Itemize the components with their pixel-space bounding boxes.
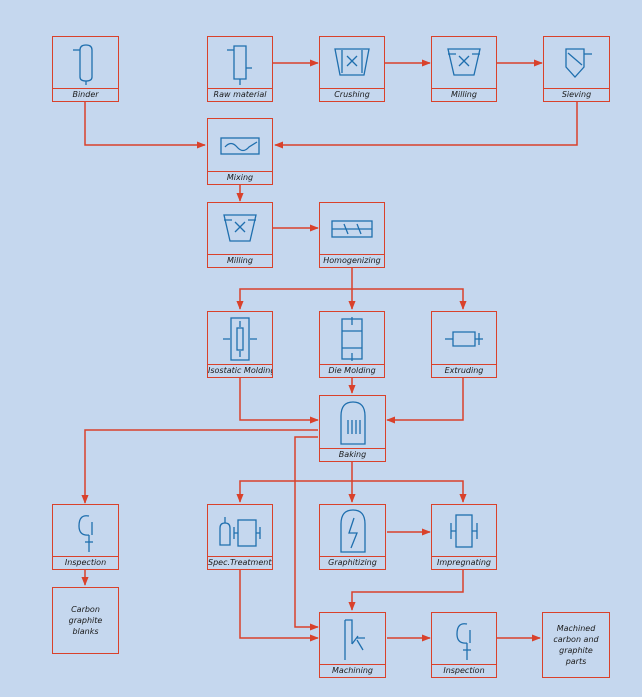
node-label: Impregnating: [432, 556, 496, 569]
graphitizing-furnace-icon: [339, 509, 366, 553]
node-spec-treatments[interactable]: Spec.Treatments: [207, 504, 273, 570]
node-label: Milling: [208, 254, 272, 267]
inspection-hook-icon: [456, 623, 471, 660]
node-label: Baking: [320, 448, 385, 461]
node-extruding[interactable]: Extruding: [431, 311, 497, 378]
node-milling-2[interactable]: Milling: [207, 202, 273, 268]
arrow-extruding-to-baking: [386, 378, 464, 424]
homogenizer-icon: [331, 220, 373, 238]
node-label: Milling: [432, 88, 496, 101]
node-baking[interactable]: Baking: [319, 395, 386, 462]
node-label: Mixing: [208, 171, 272, 184]
node-label: Sieving: [544, 88, 609, 101]
node-binder[interactable]: Binder: [52, 36, 119, 102]
sieve-icon: [564, 48, 592, 78]
output-label: Machined carbon and graphite parts: [553, 624, 599, 666]
arrow-baking-to-inspection: [81, 429, 318, 504]
arrow-baking-to-machining: [294, 436, 319, 631]
node-label: Binder: [53, 88, 118, 101]
mixer-icon: [220, 136, 260, 155]
inspection-hook-icon: [77, 515, 93, 552]
arrow-isostatic-to-baking: [239, 378, 319, 424]
isostatic-press-icon: [223, 316, 257, 361]
mill-icon: [447, 48, 481, 76]
node-label: Machining: [320, 664, 385, 677]
node-label: Inspection: [53, 556, 118, 569]
node-label: Homogenizing: [320, 254, 384, 267]
node-label: Spec.Treatments: [208, 556, 272, 567]
tank-icon: [72, 44, 93, 85]
node-label: Die Molding: [320, 364, 384, 377]
node-die-molding[interactable]: Die Molding: [319, 311, 385, 378]
node-mixing[interactable]: Mixing: [207, 118, 273, 185]
node-crushing[interactable]: Crushing: [319, 36, 385, 102]
node-inspection-2[interactable]: Inspection: [431, 612, 497, 678]
node-inspection-1[interactable]: Inspection: [52, 504, 119, 570]
arrow-baking-to-spec: [236, 462, 353, 503]
arrow-binder-to-mixing: [84, 102, 206, 149]
output-carbon-graphite-blanks: Carbon graphite blanks: [52, 587, 119, 654]
node-label: Isostatic Molding: [208, 364, 272, 375]
mill-icon: [223, 214, 257, 242]
machine-tool-icon: [343, 619, 365, 660]
treatment-icon: [219, 517, 261, 547]
crusher-icon: [334, 48, 370, 76]
node-label: Crushing: [320, 88, 384, 101]
node-label: Graphitizing: [320, 556, 385, 569]
arrow-homog-to-extruding: [352, 288, 467, 310]
node-homogenizing[interactable]: Homogenizing: [319, 202, 385, 268]
arrow-sieving-to-mixing: [274, 102, 578, 149]
node-raw-material[interactable]: Raw material: [207, 36, 273, 102]
node-label: Extruding: [432, 364, 496, 377]
extruder-icon: [445, 330, 483, 347]
node-label: Inspection: [432, 664, 496, 677]
arrow-baking-to-impregnating: [352, 480, 467, 503]
node-milling-1[interactable]: Milling: [431, 36, 497, 102]
node-graphitizing[interactable]: Graphitizing: [319, 504, 386, 570]
furnace-icon: [339, 400, 366, 445]
tank-icon: [227, 45, 252, 85]
node-sieving[interactable]: Sieving: [543, 36, 610, 102]
arrow-impregnating-to-machining: [348, 570, 464, 611]
node-machining[interactable]: Machining: [319, 612, 386, 678]
arrow-homog-to-isostatic: [236, 268, 353, 310]
node-label: Raw material: [208, 88, 272, 101]
node-isostatic-molding[interactable]: Isostatic Molding: [207, 311, 273, 378]
output-label: Carbon graphite blanks: [68, 605, 103, 636]
arrow-spec-to-machining: [239, 570, 319, 642]
impregnation-vessel-icon: [450, 514, 478, 548]
output-machined-parts: Machined carbon and graphite parts: [542, 612, 610, 678]
die-press-icon: [341, 316, 363, 361]
node-impregnating[interactable]: Impregnating: [431, 504, 497, 570]
